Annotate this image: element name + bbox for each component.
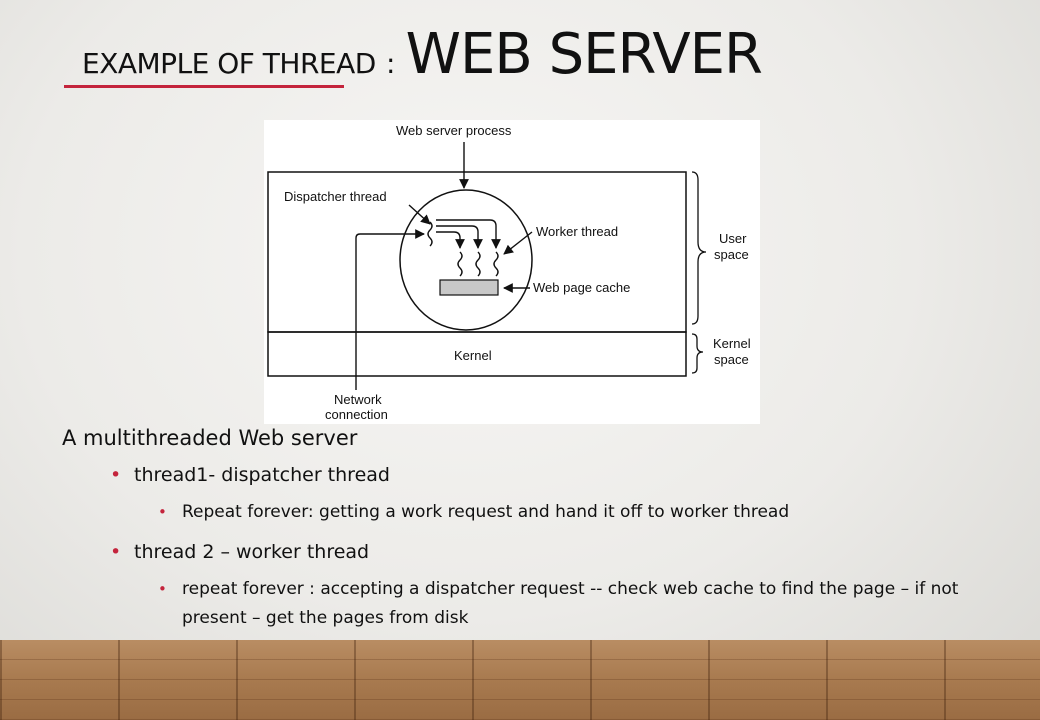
wood-floor-decoration xyxy=(0,640,1040,720)
title-underline xyxy=(64,85,344,88)
label-kernel-space: space xyxy=(714,352,749,367)
slide-body: A multithreaded Web server thread1- disp… xyxy=(62,426,980,647)
dispatch-arrow-1 xyxy=(436,231,465,249)
sub-bullet-dispatcher: Repeat forever: getting a work request a… xyxy=(158,498,980,527)
label-web-server-process: Web server process xyxy=(396,123,512,138)
label-network: Network xyxy=(334,392,382,407)
diagram-svg: Web server process Dispatcher thread Wor… xyxy=(267,123,751,422)
user-space-brace xyxy=(691,171,707,325)
bullet-list: thread1- dispatcher thread Repeat foreve… xyxy=(62,464,980,633)
bullet-dispatcher: thread1- dispatcher thread xyxy=(110,464,980,486)
network-connection-line xyxy=(355,229,425,390)
label-user-space: space xyxy=(714,247,749,262)
slide-title: EXAMPLE OF THREAD : WEB SERVER xyxy=(82,22,763,87)
lead-text: A multithreaded Web server xyxy=(62,426,358,450)
bullet-worker: thread 2 – worker thread xyxy=(110,541,980,563)
dispatch-arrow-3 xyxy=(436,219,501,249)
dispatcher-squiggle xyxy=(427,221,433,247)
title-main: WEB SERVER xyxy=(405,22,763,87)
worker-squiggle-2 xyxy=(475,251,481,277)
label-user: User xyxy=(719,231,747,246)
process-circle xyxy=(399,189,533,331)
label-dispatcher-thread: Dispatcher thread xyxy=(284,189,387,204)
worker-squiggle-1 xyxy=(457,251,463,277)
label-worker-thread: Worker thread xyxy=(536,224,618,239)
kernel-space-brace xyxy=(691,333,704,374)
label-connection: connection xyxy=(325,407,388,422)
title-prefix: EXAMPLE OF THREAD xyxy=(82,47,376,80)
sub-bullet-worker: repeat forever : accepting a dispatcher … xyxy=(158,575,980,633)
worker-squiggle-3 xyxy=(493,251,499,277)
label-kernel: Kernel xyxy=(454,348,492,363)
dispatch-arrow-2 xyxy=(436,225,483,249)
title-separator: : xyxy=(386,47,396,80)
web-server-diagram: Web server process Dispatcher thread Wor… xyxy=(264,120,760,424)
arrow-worker-thread xyxy=(503,231,533,255)
label-kernel-brace: Kernel xyxy=(713,336,751,351)
web-page-cache-box xyxy=(439,279,499,296)
kernel-box xyxy=(267,331,687,377)
label-web-page-cache: Web page cache xyxy=(533,280,630,295)
arrow-dispatcher xyxy=(408,204,431,225)
